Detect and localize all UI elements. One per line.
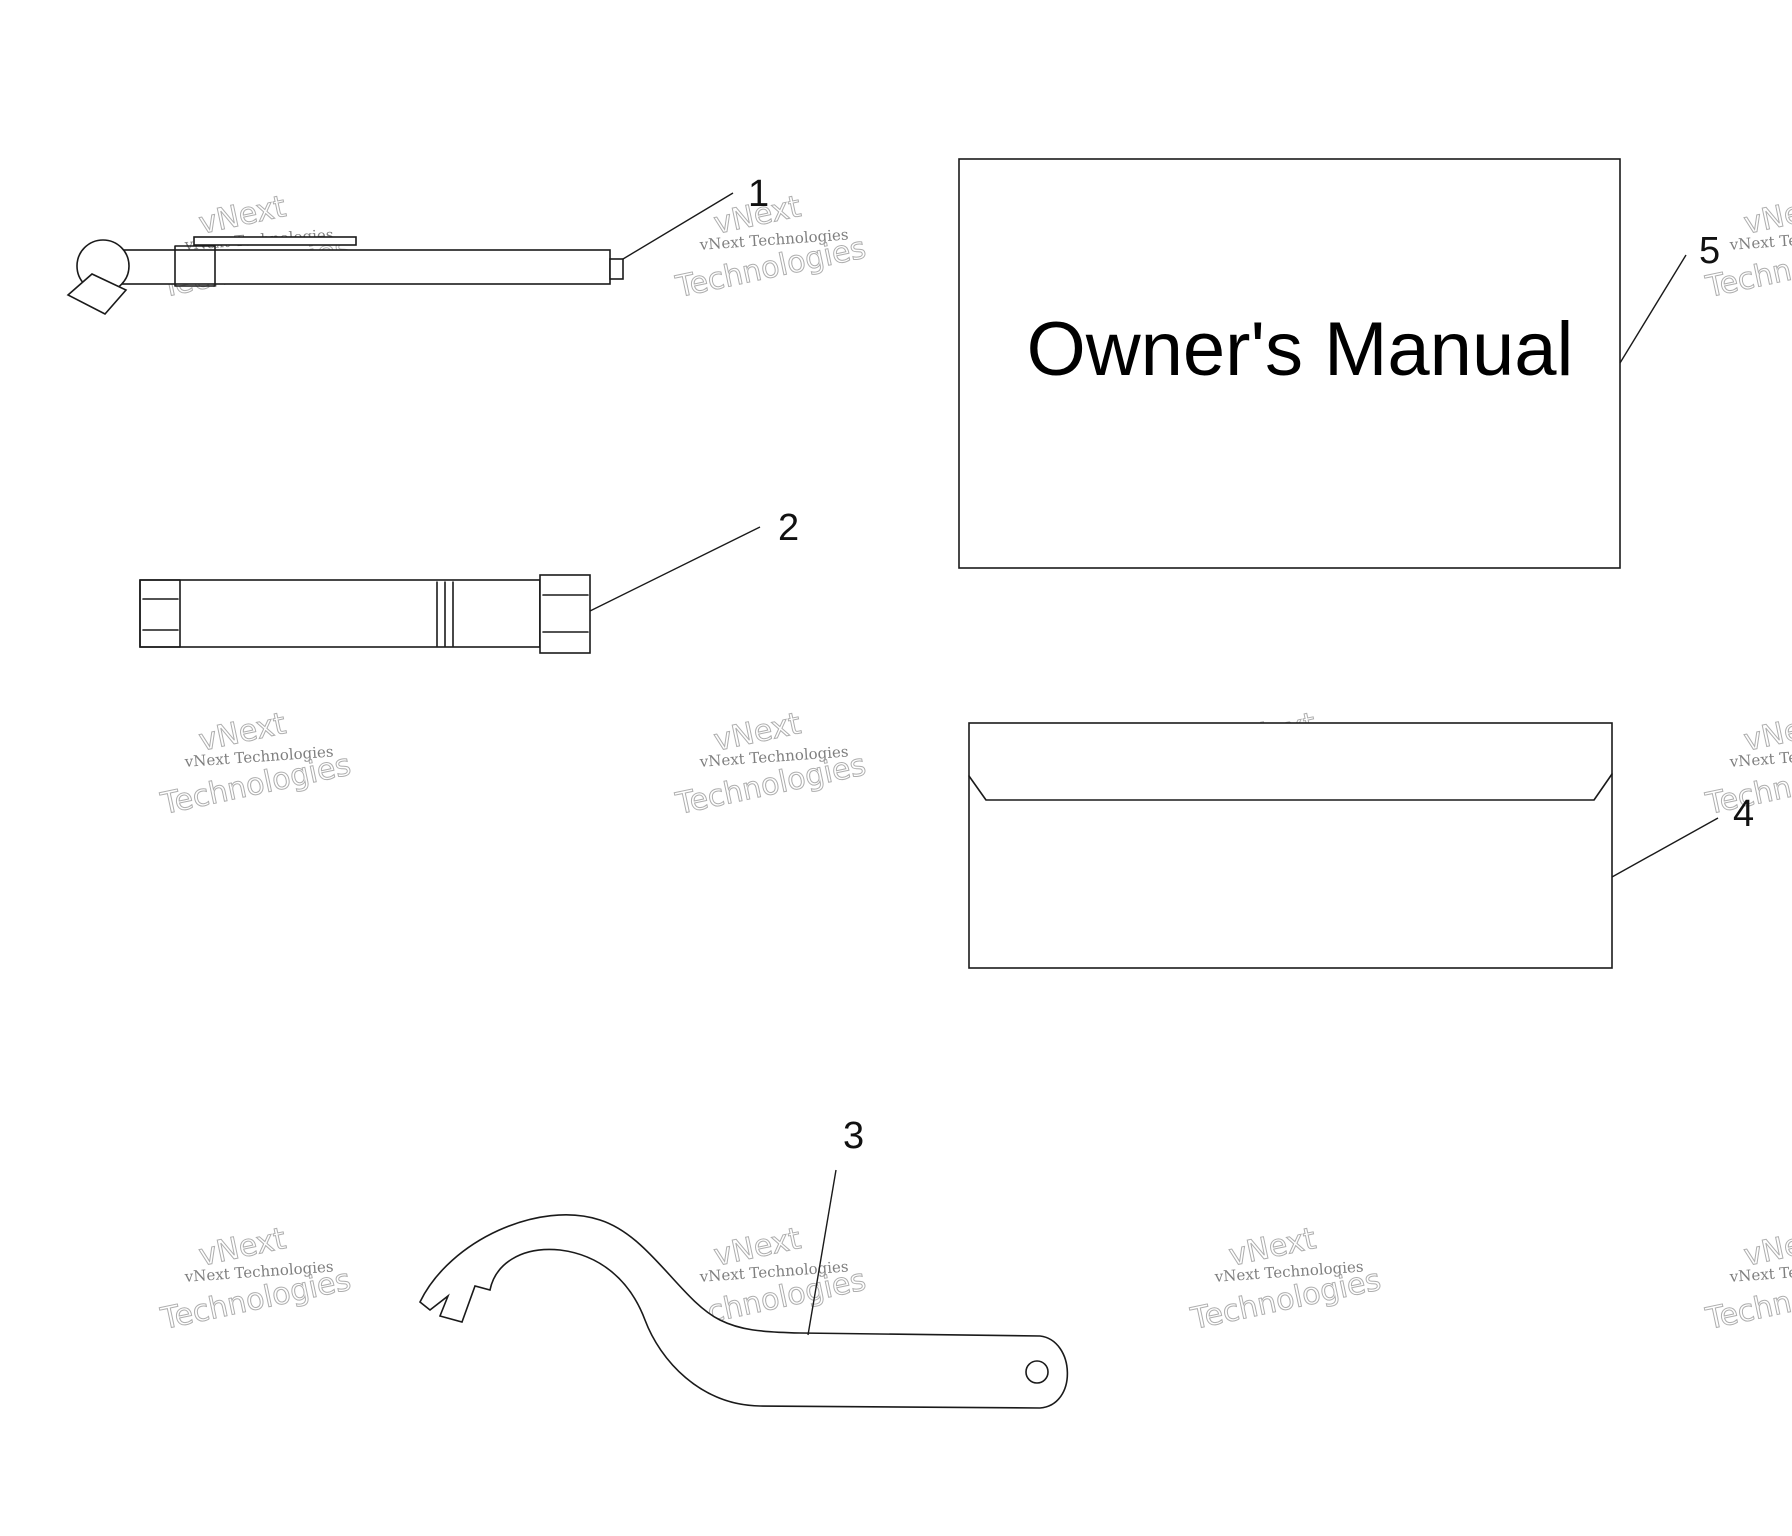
owners-manual-title: Owner's Manual [1027,307,1574,392]
envelope-part [968,722,1613,969]
tire-gauge-part [66,236,624,315]
socket-tool-part [139,574,591,654]
leader-lines [589,192,1719,1336]
callout-labels: 1 2 3 4 5 [748,173,1754,1157]
leader-line-5 [1619,254,1687,364]
leader-line-2 [589,526,761,612]
spanner-wrench-part [419,1214,1069,1409]
callout-5: 5 [1699,230,1720,272]
callout-2: 2 [778,507,799,549]
leader-line-3 [807,1169,837,1336]
owners-manual-part: Owner's Manual [958,158,1621,569]
callout-3: 3 [843,1115,864,1157]
leader-line-1 [622,192,734,260]
leader-line-4 [1611,817,1719,878]
callout-4: 4 [1733,793,1754,835]
callout-1: 1 [748,173,769,215]
